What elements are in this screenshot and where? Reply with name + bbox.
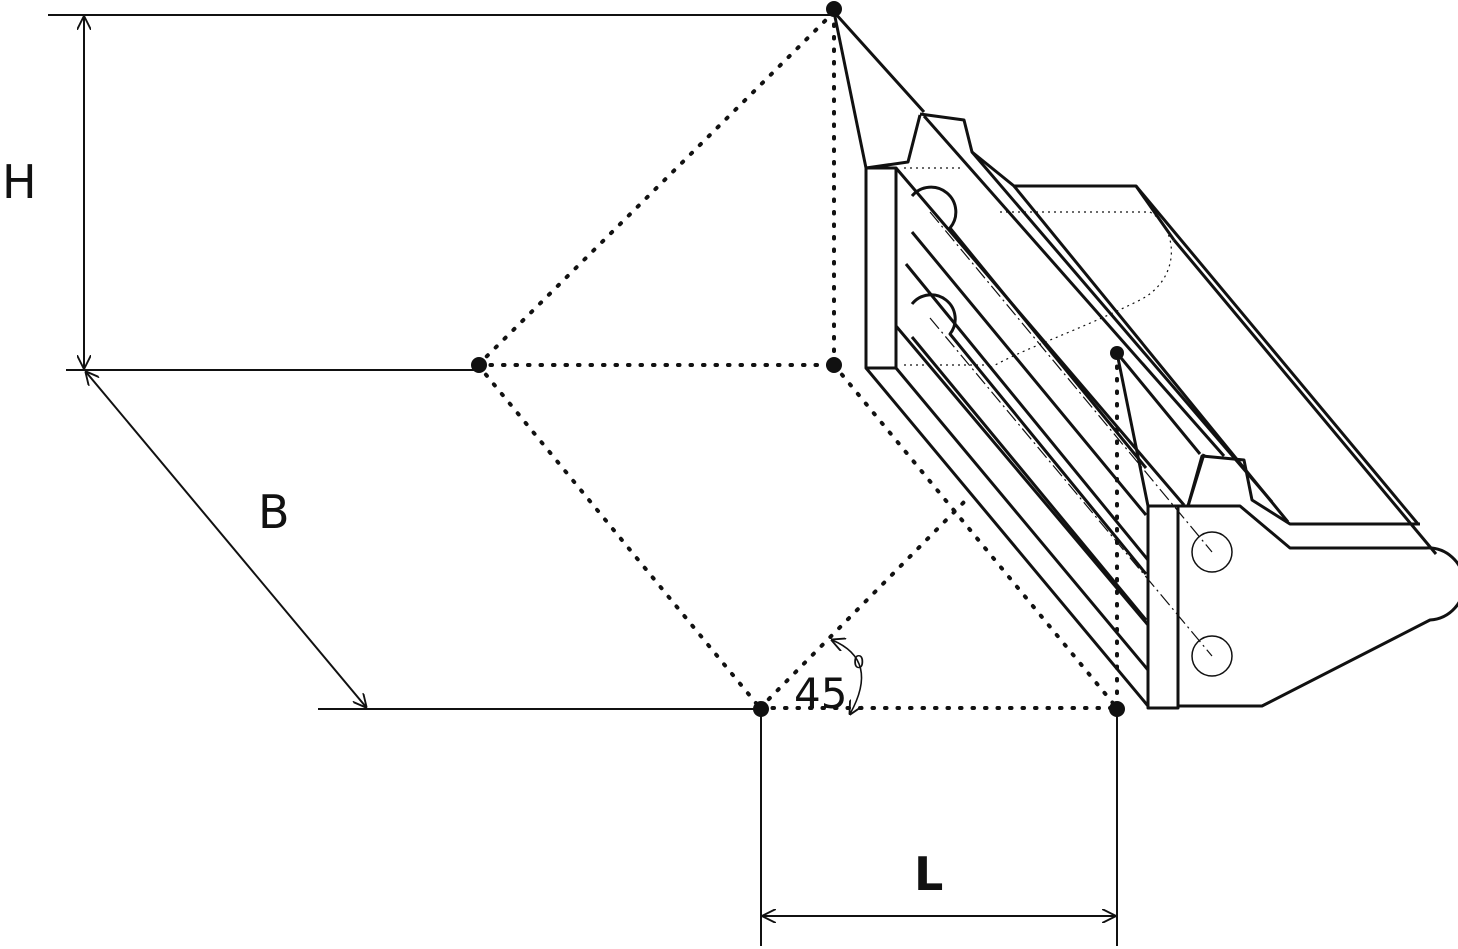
adapter-bar	[864, 367, 1150, 707]
angle-arc	[832, 640, 862, 714]
construction-edge	[758, 496, 970, 710]
front-plate	[864, 166, 898, 370]
vertex-dot	[826, 357, 842, 373]
adapter-strip	[1134, 185, 1420, 525]
vertex-dot	[1109, 701, 1125, 717]
center-lines	[929, 211, 1213, 657]
center-line	[929, 211, 1213, 553]
vertex-dot	[471, 357, 487, 373]
adapter-slot-edge	[910, 336, 1148, 621]
length-dimension	[760, 710, 1118, 946]
adapter-slot-edge	[910, 231, 1148, 516]
adapter-rear-body	[1178, 504, 1458, 708]
vertex-dot	[826, 1, 842, 17]
adapter-notch-top	[919, 112, 1176, 241]
adapter-top-back	[1172, 239, 1438, 555]
adapter-slot	[910, 293, 1148, 575]
adapter-nose-rear-edge	[1115, 352, 1202, 455]
breadth-dimension-arrow	[86, 372, 366, 707]
center-line	[929, 317, 1213, 657]
rear-hole	[1191, 531, 1233, 573]
length-label: L	[914, 847, 943, 901]
rear-hole	[1191, 635, 1233, 677]
adapter-slot	[910, 185, 1148, 469]
adapter-bar	[894, 325, 1150, 626]
vertex-dot	[753, 701, 769, 717]
adapter-bar	[894, 367, 1150, 671]
breadth-label: B	[258, 485, 290, 539]
tooth-adapter	[832, 10, 1458, 710]
hidden-line	[989, 211, 1172, 369]
height-dimension	[48, 14, 836, 371]
angle-indicator	[832, 640, 862, 714]
construction-edge	[832, 363, 1119, 710]
construction-edge	[476, 363, 762, 710]
angle-value-label: 45	[794, 669, 847, 718]
height-label: H	[2, 155, 37, 209]
construction-edge	[476, 10, 836, 367]
adapter-strip	[922, 115, 1226, 457]
adapter-bar	[904, 263, 1150, 561]
angle-unit-label: 0	[853, 652, 864, 673]
adapter-nose-edge	[832, 10, 926, 114]
adapter-nose-rear	[1115, 352, 1206, 508]
adapter-nose-top	[832, 11, 922, 170]
adapter-notch-rear	[1186, 454, 1420, 526]
hidden-lines	[904, 167, 1172, 369]
adapter-strip	[1012, 185, 1290, 523]
adapter-strip	[970, 151, 1274, 503]
breadth-dimension	[86, 372, 760, 710]
rear-plate	[1146, 504, 1180, 710]
construction-box	[476, 10, 1119, 710]
vertex-markers	[471, 1, 1125, 717]
